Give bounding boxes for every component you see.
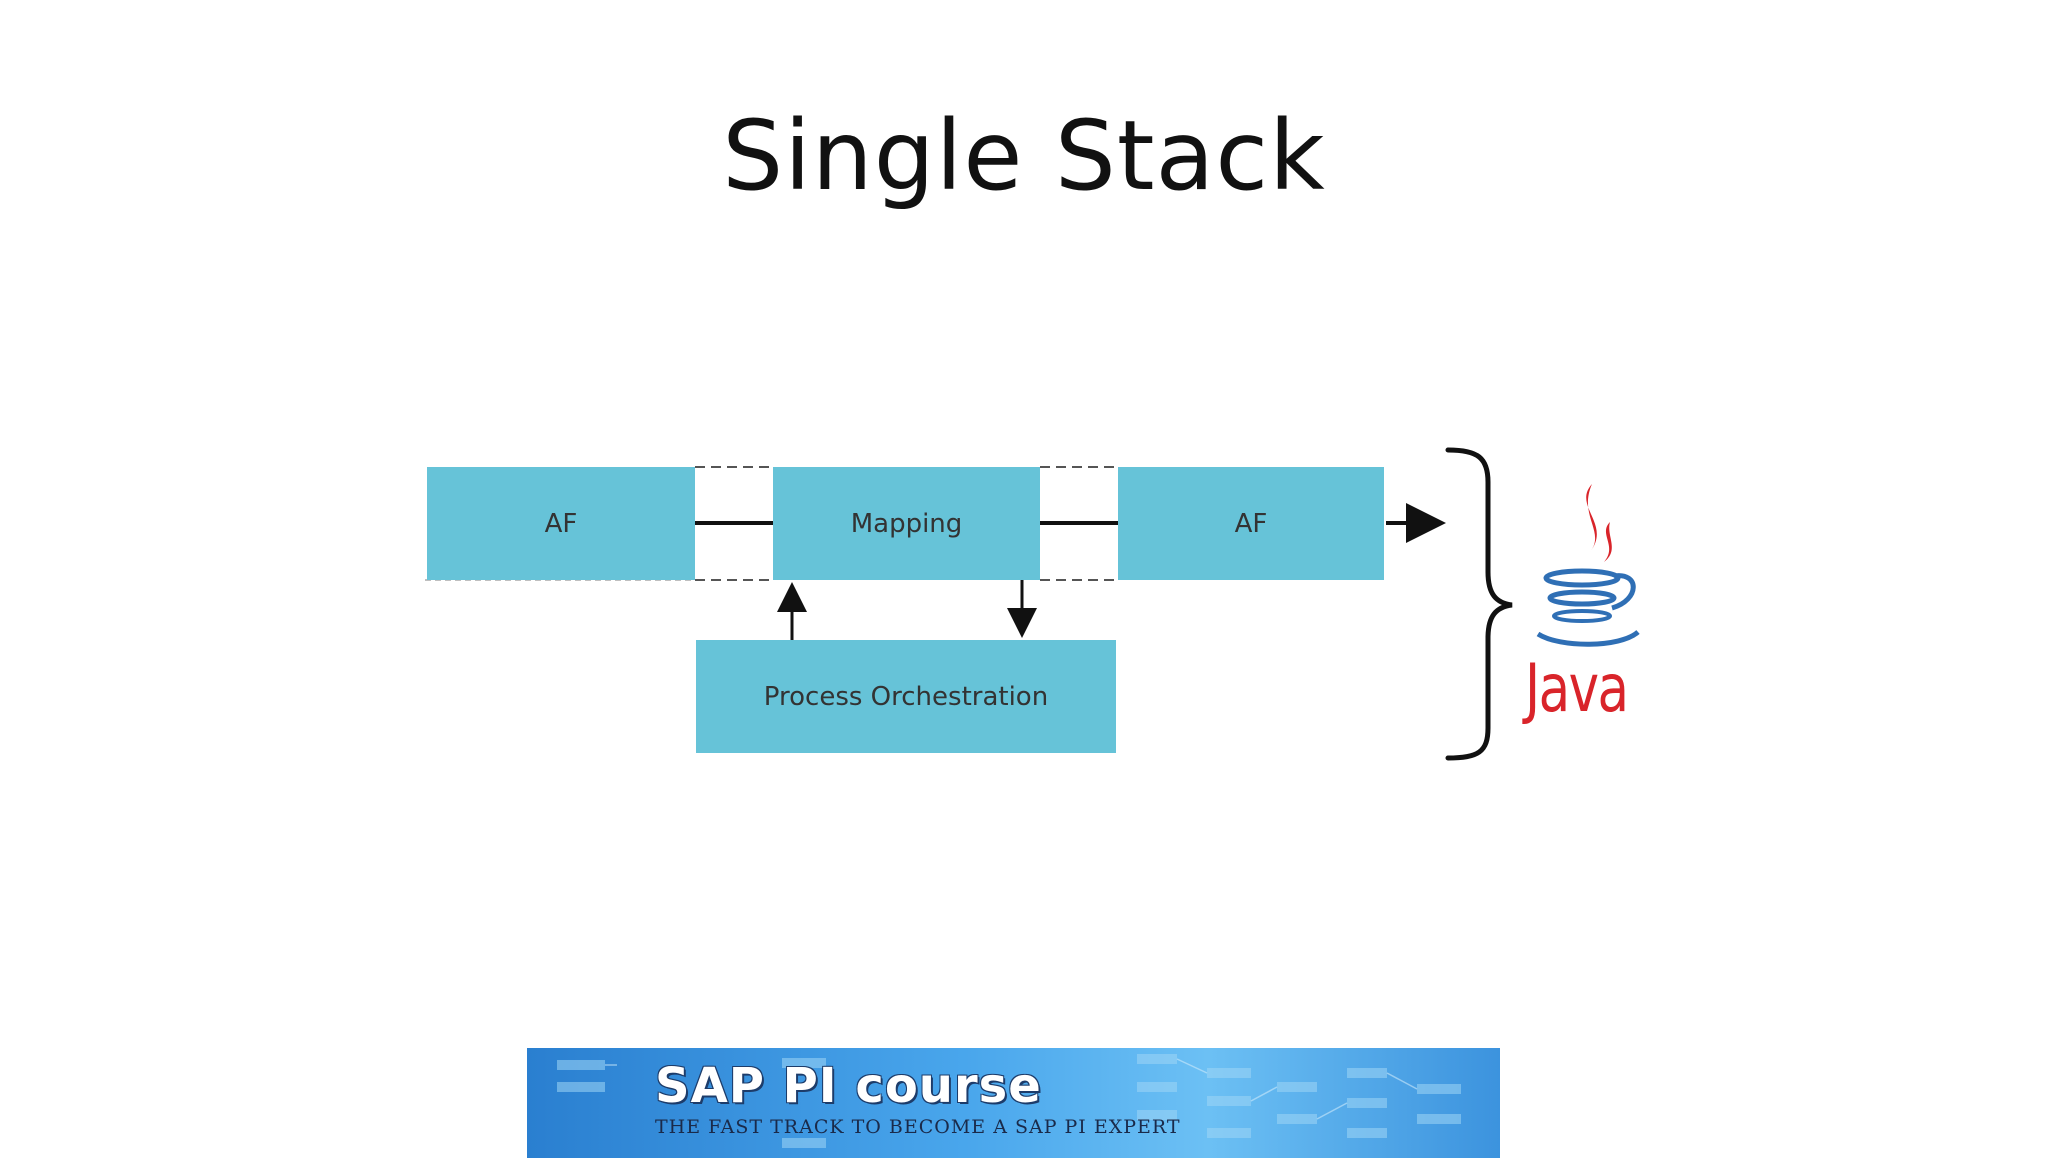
java-logo-icon [1536,484,1640,647]
banner-network-pattern [557,1054,1461,1148]
dashed-connector-right [1040,466,1118,581]
curly-brace [1445,447,1513,761]
process-orchestration-box: Process Orchestration [696,640,1116,753]
banner-title: SAP PI course [655,1058,1042,1114]
af-left-box: AF [427,467,695,580]
mapping-box: Mapping [773,467,1040,580]
course-banner: SAP PI course THE FAST TRACK TO BECOME A… [527,1048,1500,1158]
dashed-connector-left [695,466,773,581]
java-logo-label: Java [1525,650,1629,727]
banner-subtitle: THE FAST TRACK TO BECOME A SAP PI EXPERT [655,1116,1181,1138]
af-right-box: AF [1118,467,1384,580]
slide-title: Single Stack [722,100,1326,212]
